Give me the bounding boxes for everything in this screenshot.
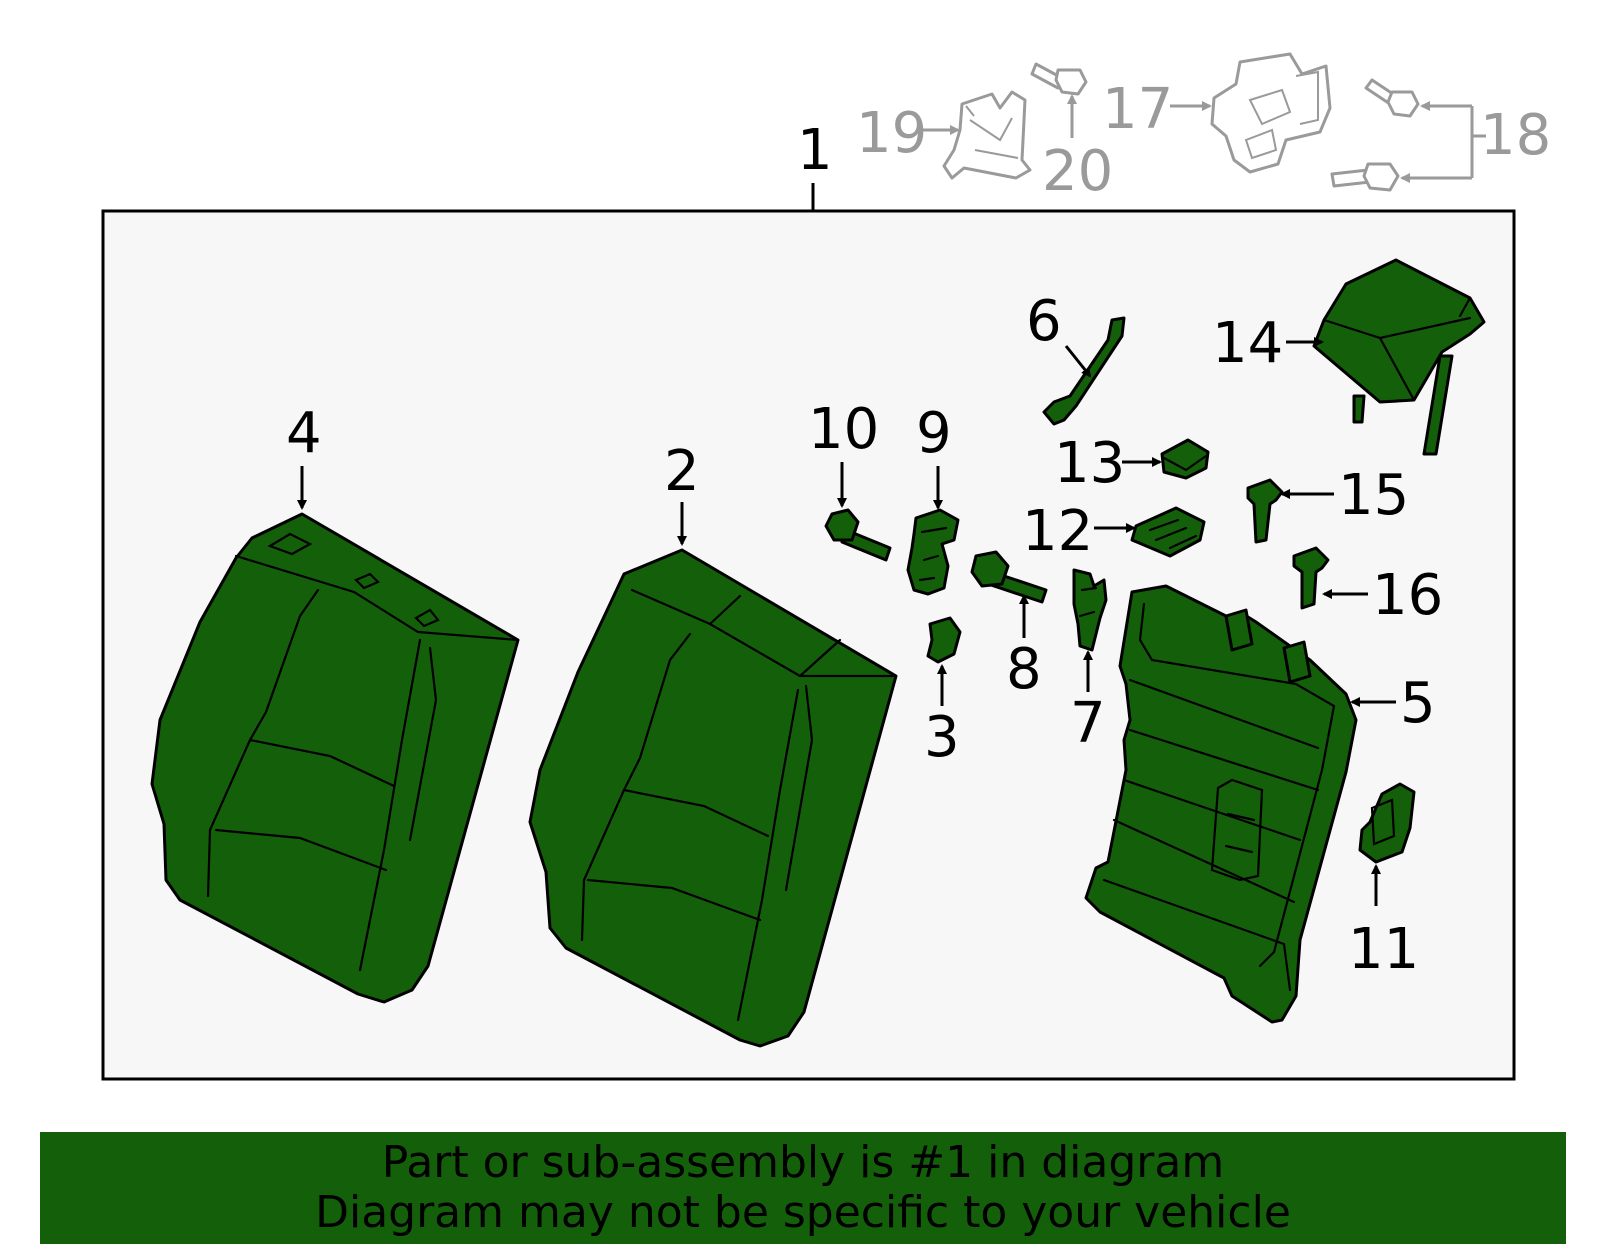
part-12-release-handle [1130,506,1206,558]
callout-14: 14 [1212,311,1283,376]
part-3-clip [926,616,962,664]
part-11-switch [1358,782,1416,864]
callout-18-bracket [1470,106,1486,178]
callout-13: 13 [1054,431,1125,496]
callout-15: 15 [1338,463,1409,528]
callout-6-leader [1064,345,1092,378]
part-19-bracket [942,90,1032,180]
part-7-guide [1072,568,1108,652]
callout-4: 4 [286,401,322,466]
part-17-latch [1210,52,1332,174]
callout-7: 7 [1070,691,1106,756]
part-5-seatback-frame [1084,584,1358,1024]
part-8-bolt [970,550,1048,604]
callout-10: 10 [808,397,879,462]
callout-12: 12 [1022,499,1093,564]
part-9-hinge-bracket [906,508,960,596]
callout-3: 3 [924,705,960,770]
part-14-headrest [1312,258,1486,456]
banner-line-2: Diagram may not be specific to your vehi… [315,1187,1291,1238]
part-18-bolt-lower [1330,162,1400,192]
part-20-bolt [1030,62,1088,96]
callout-2: 2 [664,439,700,504]
part-15-guide [1246,478,1284,544]
callout-20: 20 [1042,139,1113,204]
callout-9: 9 [916,401,952,466]
callout-6: 6 [1026,289,1062,354]
callout-11: 11 [1348,917,1419,982]
part-4-seatback-cover [150,512,520,1004]
part-13-knob [1160,438,1210,480]
callout-5: 5 [1400,671,1436,736]
callout-17: 17 [1102,77,1173,142]
part-16-guide [1292,546,1330,610]
callout-8: 8 [1006,637,1042,702]
callout-1: 1 [797,118,833,183]
part-10-bolt [824,508,892,562]
part-2-seatback-cover [528,548,898,1048]
callout-18: 18 [1480,103,1551,168]
disclaimer-banner: Part or sub-assembly is #1 in diagram Di… [40,1132,1566,1244]
callout-16: 16 [1372,563,1443,628]
part-18-bolt-upper [1364,78,1420,118]
callout-19: 19 [856,101,927,166]
banner-line-1: Part or sub-assembly is #1 in diagram [381,1137,1225,1188]
